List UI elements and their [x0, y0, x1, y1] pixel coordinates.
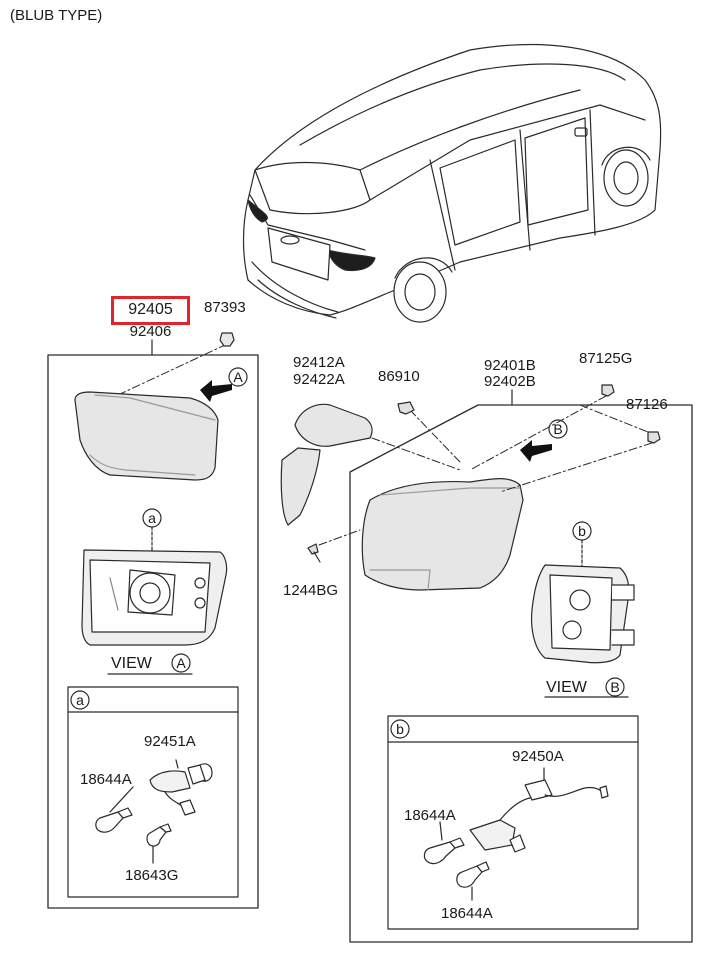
part-number-92450a[interactable]: 92450A	[512, 748, 564, 765]
part-number-87393[interactable]: 87393	[204, 299, 246, 316]
rear-lamp-group	[349, 384, 693, 943]
part-number-92412a[interactable]: 92412A	[293, 354, 345, 371]
part-number-92422a[interactable]: 92422A	[293, 371, 345, 388]
garnish-group	[280, 401, 461, 563]
view-a-label: VIEW	[111, 655, 152, 672]
arrow-marker-b: B	[553, 421, 563, 437]
vehicle-illustration	[242, 43, 662, 323]
part-number-92401b[interactable]: 92401B	[484, 357, 536, 374]
part-number-86910[interactable]: 86910	[378, 368, 420, 385]
part-number-87125g[interactable]: 87125G	[579, 350, 633, 367]
highlight-box-92405	[111, 296, 190, 325]
diagram-title: (BLUB TYPE)	[10, 7, 103, 24]
view-b-label: VIEW	[546, 679, 587, 696]
part-number-92405[interactable]: 92405	[128, 301, 173, 318]
part-number-18644a-b-bottom[interactable]: 18644A	[441, 905, 493, 922]
arrow-marker-a: A	[233, 369, 243, 385]
part-number-92402b[interactable]: 92402B	[484, 373, 536, 390]
part-number-18644a-b-left[interactable]: 18644A	[404, 807, 456, 824]
part-number-18644a-left[interactable]: 18644A	[80, 771, 132, 788]
view-b-marker: B	[610, 679, 620, 695]
detail-b-marker: b	[396, 721, 404, 737]
callout-marker-b: b	[578, 523, 586, 539]
view-a-marker: A	[176, 655, 186, 671]
inner-lamp-group	[47, 332, 259, 909]
detail-a-marker: a	[76, 692, 84, 708]
part-number-92451a[interactable]: 92451A	[144, 733, 196, 750]
part-number-87126[interactable]: 87126	[626, 396, 668, 413]
part-number-1244bg[interactable]: 1244BG	[283, 582, 339, 599]
part-number-18643g[interactable]: 18643G	[125, 867, 179, 884]
callout-marker-a: a	[148, 510, 156, 526]
part-number-92406[interactable]: 92406	[129, 323, 172, 340]
